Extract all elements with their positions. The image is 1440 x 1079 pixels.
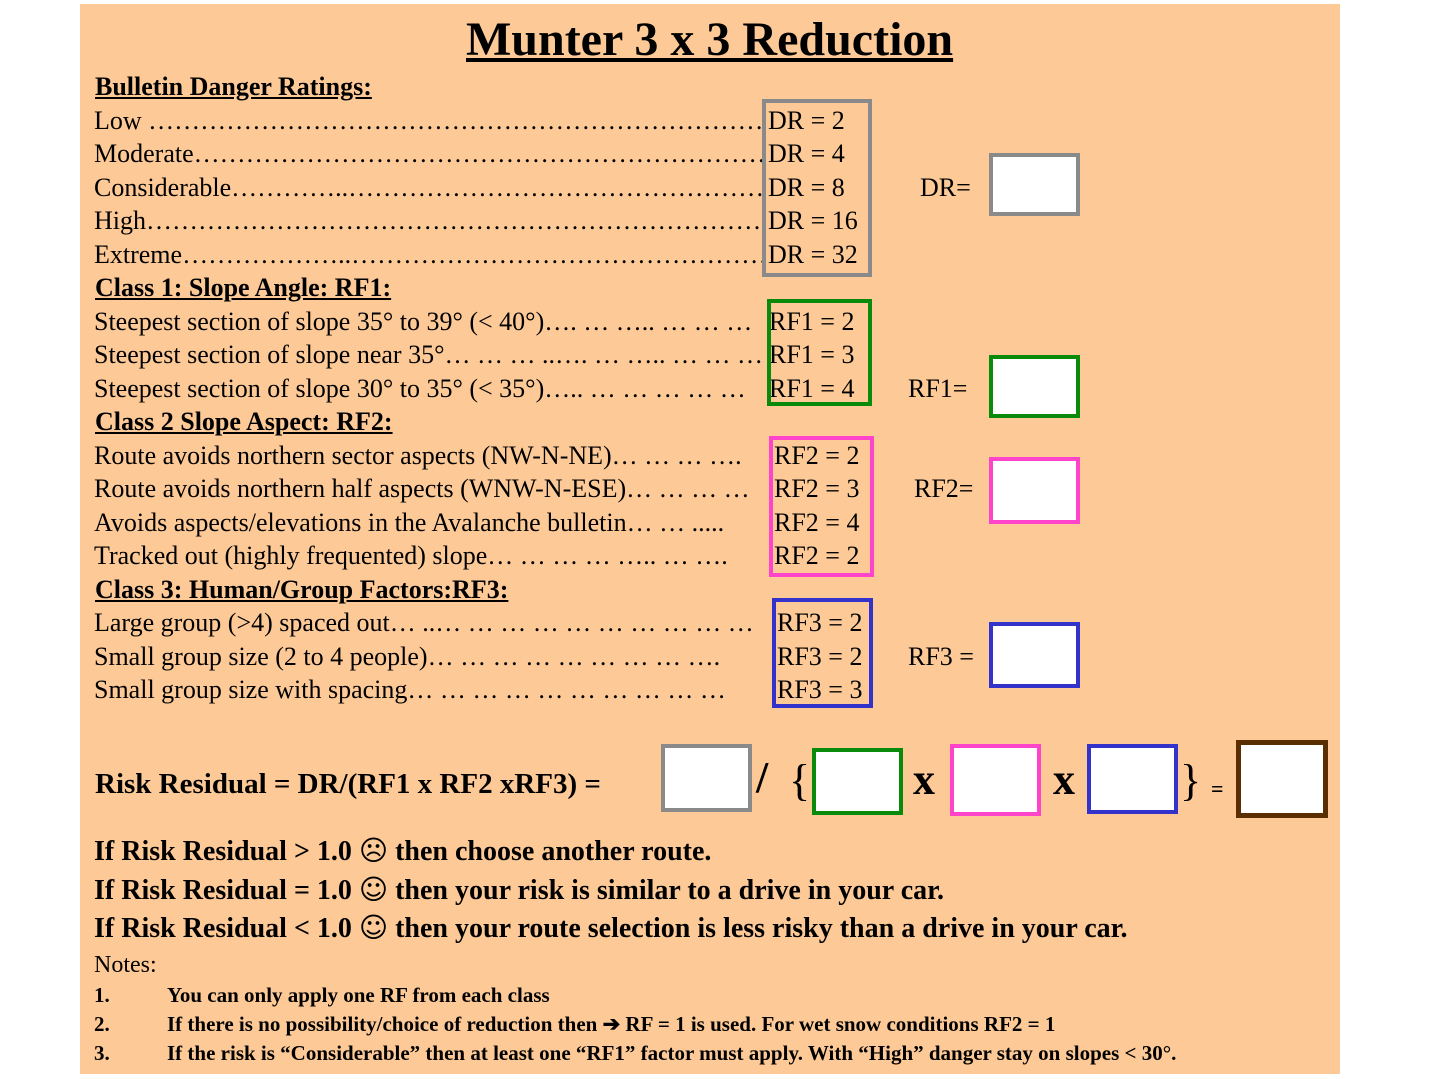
conclusion-prefix: If Risk Residual = 1.0 <box>94 875 359 906</box>
human-heading: Class 3: Human/Group Factors:RF3: <box>95 575 509 604</box>
conclusion-equal: If Risk Residual = 1.0 ☺ then your risk … <box>94 873 944 908</box>
formula-label: Risk Residual = DR/(RF1 x RF2 xRF3) = <box>95 768 601 800</box>
conclusion-less: If Risk Residual < 1.0 ☺ then your route… <box>94 911 1128 946</box>
dr-values-frame <box>762 99 872 277</box>
times-sign-1: x <box>913 755 935 804</box>
rf2-value-4: RF2 = 2 <box>774 541 860 570</box>
danger-item-moderate: Moderate……………………………………………………………………………………… <box>94 139 766 168</box>
danger-heading: Bulletin Danger Ratings: <box>95 72 372 101</box>
conclusion-greater: If Risk Residual > 1.0 ☹ then choose ano… <box>94 834 711 869</box>
dr-value-extreme: DR = 32 <box>768 240 858 269</box>
conclusion-suffix: then your route selection is less risky … <box>388 913 1128 944</box>
rf2-input-box[interactable] <box>989 457 1080 524</box>
open-brace: { <box>789 756 811 805</box>
rf1-input-box[interactable] <box>989 355 1080 418</box>
slope-heading: Class 1: Slope Angle: RF1: <box>95 273 392 302</box>
formula-rf2-box[interactable] <box>950 744 1041 816</box>
danger-item-considerable: Considerable…………..…………………………………………………………… <box>94 173 766 202</box>
notes-heading: Notes: <box>94 952 157 978</box>
frown-face-icon: ☹ <box>358 834 389 867</box>
rf3-values-frame <box>772 598 873 708</box>
formula-rf1-box[interactable] <box>812 748 903 815</box>
aspect-heading: Class 2 Slope Aspect: RF2: <box>95 407 393 436</box>
rf1-value-1: RF1 = 2 <box>769 307 855 336</box>
rf1-values-frame <box>767 299 872 406</box>
aspect-item-nw-n-ne: Route avoids northern sector aspects (NW… <box>94 441 742 470</box>
formula-rf3-box[interactable] <box>1087 744 1178 814</box>
page-title: Munter 3 x 3 Reduction <box>466 13 954 66</box>
danger-item-extreme: Extreme………………..…………………………………………………………………… <box>94 240 766 269</box>
times-sign-2: x <box>1053 755 1075 804</box>
note-number-3: 3. <box>94 1041 110 1065</box>
aspect-item-bulletin: Avoids aspects/elevations in the Avalanc… <box>94 508 725 537</box>
note-number-1: 1. <box>94 983 110 1007</box>
close-brace: } <box>1180 756 1202 805</box>
dr-input-label: DR= <box>920 173 971 202</box>
equals-sign: = <box>1211 776 1224 801</box>
worksheet <box>80 4 1340 1074</box>
conclusion-suffix: then choose another route. <box>388 836 712 867</box>
dr-input-box[interactable] <box>989 153 1080 216</box>
conclusion-prefix: If Risk Residual > 1.0 <box>94 836 359 867</box>
conclusion-suffix: then your risk is similar to a drive in … <box>388 875 944 906</box>
note-number-2: 2. <box>94 1012 110 1036</box>
rf3-input-label: RF3 = <box>908 642 974 671</box>
rf3-value-3: RF3 = 3 <box>777 675 863 704</box>
divide-sign: / <box>756 753 769 802</box>
human-item-small-group: Small group size (2 to 4 people)… … … … … <box>94 642 721 671</box>
slope-item-30-35: Steepest section of slope 30° to 35° (< … <box>94 374 746 403</box>
conclusion-prefix: If Risk Residual < 1.0 <box>94 913 359 944</box>
slope-item-35-39: Steepest section of slope 35° to 39° (< … <box>94 307 753 336</box>
rf1-value-3: RF1 = 4 <box>769 374 855 403</box>
rf2-input-label: RF2= <box>914 474 974 503</box>
dr-value-considerable: DR = 8 <box>768 173 845 202</box>
aspect-item-tracked: Tracked out (highly frequented) slope… …… <box>94 541 728 570</box>
rf3-value-1: RF3 = 2 <box>777 608 863 637</box>
slope-item-near-35: Steepest section of slope near 35°… … … … <box>94 340 763 369</box>
danger-item-high: High…………………………………………………………………………………………..… <box>94 206 766 235</box>
rf2-value-3: RF2 = 4 <box>774 508 860 537</box>
aspect-item-wnw-n-ese: Route avoids northern half aspects (WNW-… <box>94 474 750 503</box>
formula-dr-box[interactable] <box>661 744 752 812</box>
note-text-3: If the risk is “Considerable” then at le… <box>167 1041 1177 1065</box>
rf1-input-label: RF1= <box>908 374 968 403</box>
dr-value-low: DR = 2 <box>768 106 845 135</box>
note-text-2: If there is no possibility/choice of red… <box>167 1012 1056 1036</box>
human-item-small-spacing: Small group size with spacing… … … … … …… <box>94 675 726 704</box>
dr-value-moderate: DR = 4 <box>768 139 845 168</box>
danger-item-low: Low ………………………………………………………………………………………………… <box>94 106 766 135</box>
rf3-input-box[interactable] <box>989 622 1080 688</box>
neutral-face-icon: ☺ <box>358 873 389 906</box>
rf2-values-frame <box>769 436 874 577</box>
rf2-value-2: RF2 = 3 <box>774 474 860 503</box>
rf1-value-2: RF1 = 3 <box>769 340 855 369</box>
dr-value-high: DR = 16 <box>768 206 858 235</box>
result-box[interactable] <box>1236 740 1328 818</box>
rf2-value-1: RF2 = 2 <box>774 441 860 470</box>
rf3-value-2: RF3 = 2 <box>777 642 863 671</box>
human-item-large-group: Large group (>4) spaced out… ..… … … … …… <box>94 608 754 637</box>
note-text-1: You can only apply one RF from each clas… <box>167 983 550 1007</box>
smile-face-icon: ☺ <box>358 911 389 944</box>
